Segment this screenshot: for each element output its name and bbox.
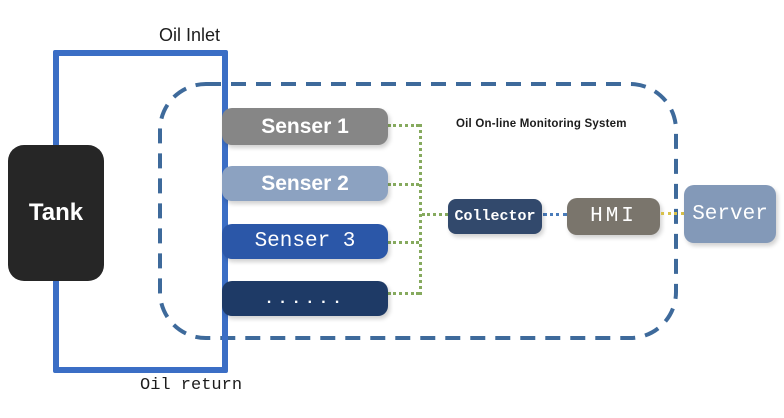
sensor-more-block: ...... [222, 281, 388, 316]
system-boundary-rect [158, 82, 678, 340]
sensor-1-block: Senser 1 [222, 108, 388, 145]
sensor-more-label: ...... [264, 289, 346, 308]
collector-block: Collector [448, 199, 542, 234]
sensor-1-label: Senser 1 [261, 114, 349, 138]
sensor-3-connector [388, 241, 419, 244]
sensor-2-block: Senser 2 [222, 166, 388, 201]
collector-label: Collector [454, 208, 536, 225]
sensor-bus-vertical [419, 124, 422, 295]
system-title: Oil On-line Monitoring System [456, 118, 627, 130]
sensor-1-connector [388, 124, 419, 127]
collector-to-hmi-connector [543, 213, 567, 216]
hmi-block: HMI [567, 198, 660, 235]
sensor-3-block: Senser 3 [222, 224, 388, 259]
oil-return-label: Oil return [140, 376, 243, 395]
hmi-to-server-connector [661, 212, 684, 215]
server-block: Server [684, 185, 776, 243]
sensor-more-connector [388, 292, 419, 295]
tank-block: Tank [8, 145, 104, 281]
sensor-3-label: Senser 3 [254, 230, 356, 253]
system-boundary [158, 82, 678, 340]
sensor-2-connector [388, 183, 419, 186]
oil-inlet-label: Oil Inlet [159, 25, 221, 45]
tank-label: Tank [28, 199, 84, 226]
hmi-label: HMI [590, 205, 637, 228]
sensor-2-label: Senser 2 [261, 171, 349, 195]
server-label: Server [692, 202, 768, 226]
bus-to-collector-connector [422, 213, 448, 216]
